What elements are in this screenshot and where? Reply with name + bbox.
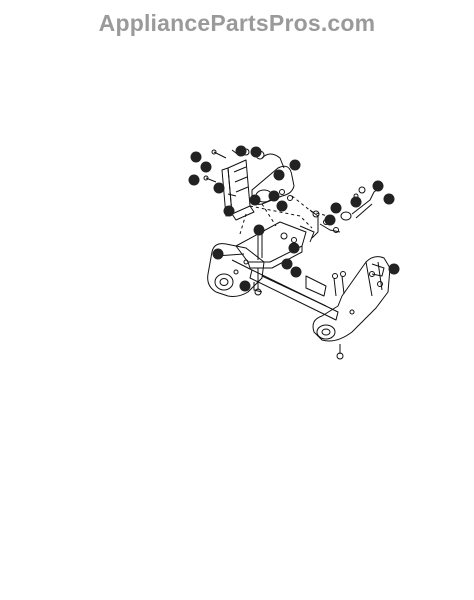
right-side-bracket [312,256,391,342]
cross-shaft [249,269,339,321]
callout-markers [188,145,400,292]
watermark-logo: AppliancePartsPros.com [98,10,376,36]
right-hardware [309,185,383,239]
lower-hardware [254,268,346,360]
